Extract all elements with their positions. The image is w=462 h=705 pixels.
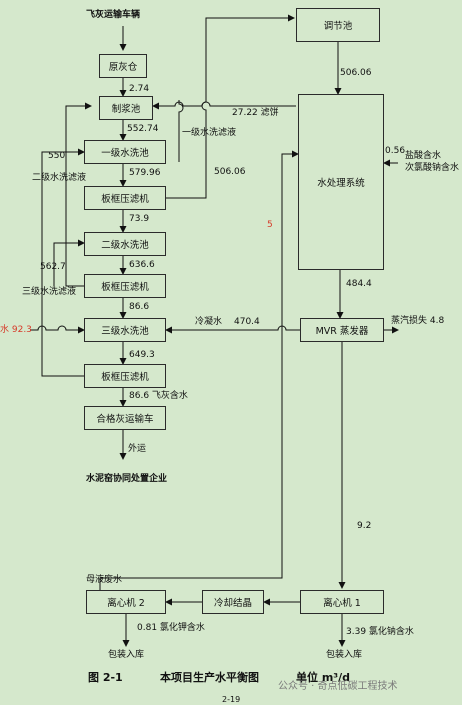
flow-5: 5	[267, 220, 273, 230]
packing-label-2: 包装入库	[108, 650, 145, 660]
raw-ash-silo: 原灰仓	[99, 54, 147, 78]
centrifuge-2: 离心机 2	[86, 590, 166, 614]
flow-579-96: 579.96	[129, 168, 161, 178]
slurry-tank: 制浆池	[99, 96, 153, 120]
regulating-pond: 调节池	[296, 8, 380, 42]
condensate-label: 冷凝水	[195, 317, 223, 327]
packing-label-1: 包装入库	[326, 650, 363, 660]
cooling-crystallizer: 冷却结晶	[202, 590, 264, 614]
first-wash-tank: 一级水洗池	[84, 140, 166, 164]
watermark: 公众号 · 奇点低碳工程技术	[278, 681, 398, 692]
filter-press-2: 板框压滤机	[84, 274, 166, 298]
cement-kiln-label: 水泥窑协同处置企业	[86, 474, 168, 484]
flow-9-2: 9.2	[357, 521, 372, 531]
hydrochloric-label: 盐酸含水	[405, 151, 442, 161]
flow-470-4: 470.4	[234, 317, 260, 327]
centrifuge-1: 离心机 1	[300, 590, 384, 614]
filter-press-1: 板框压滤机	[84, 186, 166, 210]
flow-552-74: 552.74	[127, 124, 159, 134]
mother-liquor-label: 母液废水	[86, 575, 123, 585]
flow-484-4: 484.4	[346, 279, 372, 289]
flow-649-3: 649.3	[129, 350, 155, 360]
truck-label: 飞灰运输车辆	[86, 10, 141, 20]
figure-title: 本项目生产水平衡图	[160, 671, 259, 684]
figure-number: 图 2-1	[88, 671, 123, 684]
flow-506-06-b: 506.06	[340, 68, 372, 78]
transport-label: 外运	[128, 444, 147, 454]
filtrate-2-label: 二级水洗滤液	[32, 173, 87, 183]
flow-0-56: 0.56	[385, 146, 406, 156]
flow-550: 550	[48, 151, 66, 161]
ash-truck: 合格灰运输车	[84, 406, 166, 430]
flow-506-06-a: 506.06	[214, 167, 246, 177]
second-wash-tank: 二级水洗池	[84, 232, 166, 256]
flow-73-9: 73.9	[129, 214, 150, 224]
figure-unit: 单位 m³/d	[296, 671, 351, 684]
flow-562-7: 562.7	[40, 262, 66, 272]
third-wash-tank: 三级水洗池	[84, 318, 166, 342]
steam-loss-label: 蒸汽损失 4.8	[391, 316, 445, 326]
water-treatment-system: 水处理系统	[298, 94, 384, 270]
flow-86-6-a: 86.6	[129, 302, 150, 312]
filtrate-1-label: 一级水洗滤液	[182, 128, 237, 138]
hypochlorite-label: 次氯酸钠含水	[405, 163, 460, 173]
filtrate-3-label: 三级水洗滤液	[22, 287, 77, 297]
filter-press-3: 板框压滤机	[84, 364, 166, 388]
flow-27-22: 27.22 滤饼	[232, 108, 279, 118]
mvr-evaporator: MVR 蒸发器	[300, 318, 384, 342]
flow-water-92-3: 水 92.3	[0, 325, 32, 335]
kcl-label: 0.81 氯化钾含水	[137, 623, 205, 633]
flow-2-74: 2.74	[129, 84, 150, 94]
flow-636-6: 636.6	[129, 260, 155, 270]
nacl-label: 3.39 氯化钠含水	[346, 627, 414, 637]
page-number: 2-19	[222, 695, 241, 704]
flow-86-6-b: 86.6 飞灰含水	[129, 391, 188, 401]
